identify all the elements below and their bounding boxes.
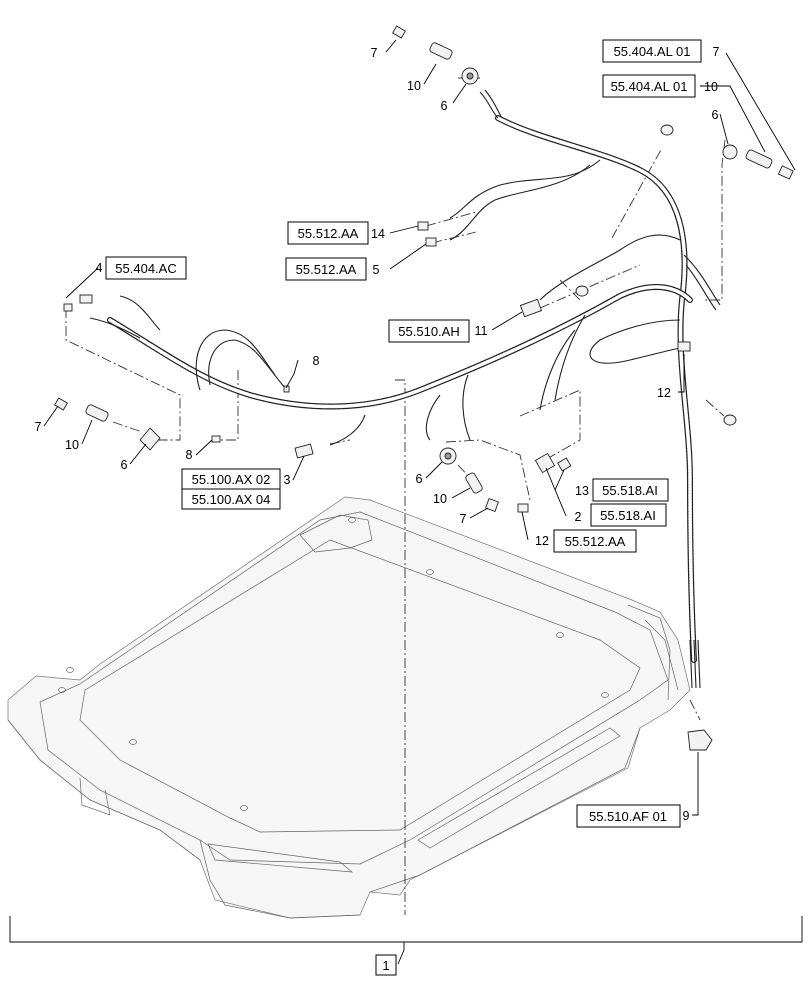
- ref-55-510-ah: 55.510.AH: [398, 324, 459, 339]
- callout-10-center: 10: [433, 492, 447, 506]
- callout-13: 13: [575, 484, 589, 498]
- callout-4: 4: [96, 261, 103, 275]
- callout-7-center: 7: [460, 512, 467, 526]
- ref-55-404-al-01-top: 55.404.AL 01: [614, 44, 691, 59]
- callout-9: 9: [683, 809, 690, 823]
- callout-14: 14: [371, 227, 385, 241]
- callout-5: 5: [373, 263, 380, 277]
- ref-55-518-ai-13: 55.518.AI: [602, 483, 658, 498]
- ref-55-510-af-01: 55.510.AF 01: [589, 809, 667, 824]
- ref-55-518-ai-2: 55.518.AI: [600, 508, 656, 523]
- callout-6-left: 6: [121, 458, 128, 472]
- callout-8-right: 8: [313, 354, 320, 368]
- callout-7-top: 7: [371, 46, 378, 60]
- reference-boxes: 55.404.AL 01 55.404.AL 01 55.404.AC 55.5…: [105, 39, 702, 976]
- callout-2: 2: [575, 510, 582, 524]
- callout-7-left: 7: [35, 420, 42, 434]
- callout-11: 11: [475, 324, 488, 338]
- callout-6-top: 6: [441, 99, 448, 113]
- ref-55-512-aa-12: 55.512.AA: [565, 534, 626, 549]
- callout-12-right: 12: [657, 386, 671, 400]
- ref-55-512-aa-14: 55.512.AA: [298, 226, 359, 241]
- callout-12-lower: 12: [535, 534, 549, 548]
- callout-numbers: 7 10 6 7 10 6 4 14 5 11 8 12 7 10 6 8 3 …: [35, 45, 720, 823]
- ref-55-100-ax-04: 55.100.AX 04: [192, 492, 271, 507]
- callout-6-center: 6: [416, 472, 423, 486]
- ref-55-404-ac: 55.404.AC: [115, 261, 176, 276]
- callout-7-right: 7: [713, 45, 720, 59]
- callout-10-right: 10: [704, 80, 718, 94]
- callout-3: 3: [284, 473, 291, 487]
- callout-10-top: 10: [407, 79, 421, 93]
- callout-1: 1: [382, 958, 389, 973]
- callout-8-left: 8: [186, 448, 193, 462]
- parts: [54, 25, 794, 751]
- callout-6-right: 6: [712, 108, 719, 122]
- callout-leaders: [9, 39, 803, 965]
- ref-55-512-aa-5: 55.512.AA: [296, 262, 357, 277]
- harness-loom: [107, 115, 697, 663]
- harness-wires: [89, 89, 721, 689]
- center-line: [395, 379, 406, 915]
- roof-panel: [7, 496, 691, 919]
- ref-55-100-ax-02: 55.100.AX 02: [192, 472, 271, 487]
- ref-55-404-al-01-second: 55.404.AL 01: [611, 79, 688, 94]
- callout-10-left: 10: [65, 438, 79, 452]
